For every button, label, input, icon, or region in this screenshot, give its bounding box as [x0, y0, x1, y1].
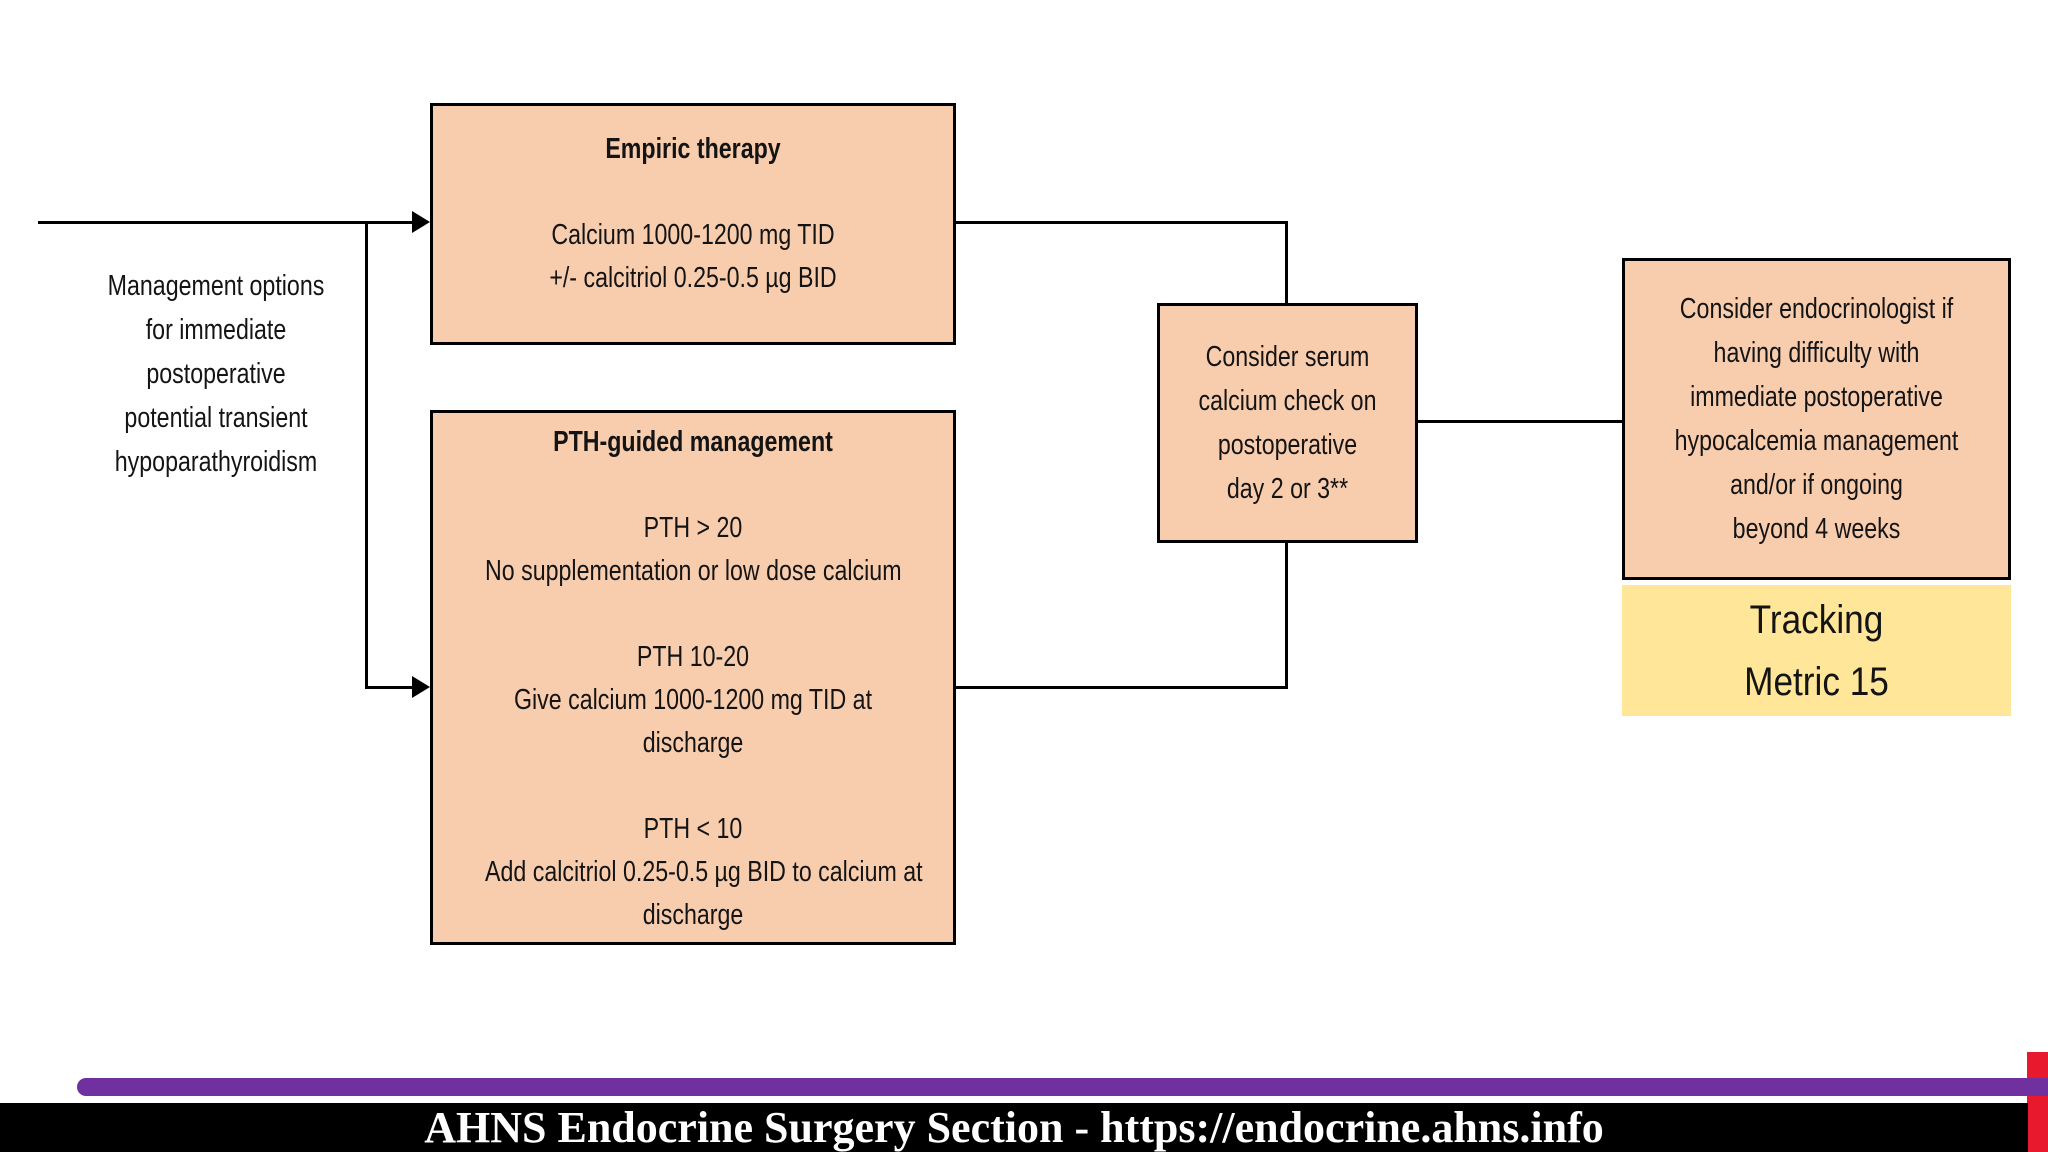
red-accent-strip [2027, 1052, 2048, 1152]
pth-section-heading: PTH 10-20 [636, 641, 750, 673]
endo-line: having difficulty with [1713, 337, 1920, 369]
pth-section-high: PTH > 20 No supplementation or low dose … [433, 507, 953, 593]
tracking-line: Tracking [1749, 597, 1884, 642]
endo-line: immediate postoperative [1690, 381, 1943, 413]
pth-section-low: PTH < 10 Add calcitriol 0.25-0.5 µg BID … [433, 808, 953, 937]
pth-box-title: PTH-guided management [553, 426, 833, 458]
label-line: for immediate [145, 314, 287, 346]
serum-line: calcium check on [1198, 385, 1377, 417]
arrowhead-empiric-icon [412, 211, 430, 233]
connector-left-bottom-horizontal [365, 686, 414, 689]
label-line: hypoparathyroidism [114, 446, 318, 478]
serum-calcium-box: Consider serum calcium check on postoper… [1157, 303, 1418, 543]
empiric-line: Calcium 1000-1200 mg TID [551, 219, 835, 251]
tracking-line: Metric 15 [1744, 659, 1889, 704]
label-line: Management options [107, 270, 325, 302]
serum-line: Consider serum [1205, 341, 1370, 373]
pth-section-mid: PTH 10-20 Give calcium 1000-1200 mg TID … [433, 636, 953, 765]
empiric-therapy-box: Empiric therapy Calcium 1000-1200 mg TID… [430, 103, 956, 345]
label-line: postoperative [146, 358, 286, 390]
endo-line: and/or if ongoing [1730, 469, 1903, 501]
connector-pth-right [956, 686, 1288, 689]
pth-section-line: discharge [642, 727, 744, 759]
tracking-metric-box: Tracking Metric 15 [1622, 585, 2011, 716]
endo-line: hypocalcemia management [1674, 425, 1959, 457]
pth-section-heading: PTH < 10 [643, 813, 743, 845]
purple-divider-bar [77, 1078, 2048, 1096]
footer-banner: AHNS Endocrine Surgery Section - https:/… [0, 1103, 2028, 1152]
pth-section-heading: PTH > 20 [643, 512, 743, 544]
label-line: potential transient [124, 402, 308, 434]
connector-left-vertical [365, 221, 368, 689]
serum-line: day 2 or 3** [1226, 473, 1349, 505]
connector-left-horizontal [38, 221, 414, 224]
endo-line: Consider endocrinologist if [1679, 293, 1954, 325]
pth-section-line: discharge [642, 899, 744, 931]
serum-line: postoperative [1217, 429, 1358, 461]
connector-empiric-right [956, 221, 1288, 224]
empiric-therapy-title: Empiric therapy [605, 133, 781, 165]
arrowhead-pth-icon [412, 676, 430, 698]
pth-section-line: No supplementation or low dose calcium [485, 555, 902, 587]
pth-guided-management-box: PTH-guided management PTH > 20 No supple… [430, 410, 956, 945]
empiric-line: +/- calcitriol 0.25-0.5 µg BID [549, 262, 837, 294]
endo-line: beyond 4 weeks [1732, 513, 1901, 545]
left-management-label: Management options for immediate postope… [58, 264, 374, 484]
connector-serum-to-endo [1418, 420, 1622, 423]
endocrinologist-box: Consider endocrinologist if having diffi… [1622, 258, 2011, 580]
pth-section-line: Add calcitriol 0.25-0.5 µg BID to calciu… [485, 856, 923, 888]
pth-section-line: Give calcium 1000-1200 mg TID at [513, 684, 873, 716]
footer-banner-text: AHNS Endocrine Surgery Section - https:/… [424, 1103, 1604, 1152]
